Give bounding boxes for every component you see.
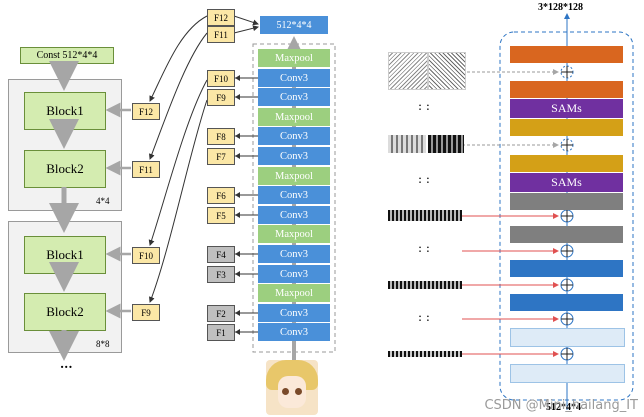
ftag-f8: F8	[207, 128, 235, 145]
ftag-f12-top: F12	[207, 9, 235, 26]
bar-gold-1	[510, 119, 623, 136]
maxpool-layer: Maxpool	[258, 49, 330, 67]
block2-label: Block2	[46, 304, 84, 319]
sam-label: SAMs	[551, 175, 582, 189]
ellipsis-2: : :	[418, 172, 430, 186]
maxpool-layer: Maxpool	[258, 108, 330, 126]
eye-right	[295, 388, 302, 395]
conv3-layer: Conv3	[258, 265, 330, 283]
bar-blue-2	[510, 294, 623, 311]
tag-connector-arrow	[235, 133, 258, 139]
bar-gray-1	[510, 193, 623, 210]
feature-thumb-edge-2	[428, 135, 464, 153]
bar-light-2	[510, 364, 625, 383]
maxpool-layer: Maxpool	[258, 225, 330, 243]
ftag-f12-left: F12	[132, 103, 160, 120]
tag-connector-arrow	[235, 192, 258, 198]
ellipsis-3: : :	[418, 241, 430, 255]
ftag-f9-left: F9	[132, 304, 160, 321]
block1-label: Block1	[46, 247, 84, 262]
decoder-ellipsis: ...	[60, 357, 73, 371]
sam-block-2: SAMs	[510, 173, 623, 192]
bar-gray-2	[510, 226, 623, 243]
sam-block-1: SAMs	[510, 99, 623, 118]
input-size-label: 512*4*4	[546, 402, 581, 413]
conv3-layer: Conv3	[258, 147, 330, 165]
encoder-output-label: 512*4*4	[276, 19, 312, 31]
ftag-f10: F10	[207, 70, 235, 87]
tag-connector-arrow	[235, 94, 258, 100]
conv3-layer: Conv3	[258, 127, 330, 145]
const-input-label: Const 512*4*4	[36, 50, 98, 61]
tag-connector-arrow	[235, 329, 258, 335]
ftag-f2: F2	[207, 305, 235, 322]
block1-label: Block1	[46, 103, 84, 118]
block2-label: Block2	[46, 161, 84, 176]
ftag-f5: F5	[207, 207, 235, 224]
ftag-f9: F9	[207, 89, 235, 106]
ftag-f6: F6	[207, 187, 235, 204]
feature-thumb-edge-1	[388, 135, 426, 153]
ellipsis-1: : :	[418, 99, 430, 113]
feature-thumb-sketch-1	[388, 52, 428, 90]
anime-face-input-image	[266, 360, 318, 415]
group1-size-label: 4*4	[96, 196, 110, 206]
bar-orange-1	[510, 46, 623, 63]
maxpool-layer: Maxpool	[258, 284, 330, 302]
ftag-f4: F4	[207, 246, 235, 263]
conv3-layer: Conv3	[258, 245, 330, 263]
tag-connector-arrow	[235, 75, 258, 81]
tag-connector-arrow	[235, 251, 258, 257]
encoder-output-box: 512*4*4	[260, 16, 328, 34]
sam-label: SAMs	[551, 101, 582, 115]
bar-orange-2	[510, 81, 623, 98]
ftag-f7: F7	[207, 148, 235, 165]
conv3-layer: Conv3	[258, 69, 330, 87]
feature-thumb-sketch-2	[428, 52, 466, 90]
feature-thumb-strip-3	[388, 351, 462, 357]
tag-connector-arrow	[235, 153, 258, 159]
feature-thumb-strip-1	[388, 210, 462, 221]
bar-light-1	[510, 328, 625, 347]
block2-group2: Block2	[24, 293, 106, 331]
watermark: CSDN @Mini_hailang_IT	[484, 398, 638, 413]
group2-size-label: 8*8	[96, 339, 110, 349]
conv3-layer: Conv3	[258, 323, 330, 341]
output-size-label: 3*128*128	[538, 2, 583, 13]
tag-connector-arrow	[235, 212, 258, 218]
conv3-layer: Conv3	[258, 206, 330, 224]
conv3-layer: Conv3	[258, 186, 330, 204]
ftag-f11-top: F11	[207, 26, 235, 43]
ftag-f3: F3	[207, 266, 235, 283]
ellipsis-4: : :	[418, 310, 430, 324]
ftag-f11-left: F11	[132, 161, 160, 178]
eye-left	[282, 388, 289, 395]
ftag-f10-left: F10	[132, 247, 160, 264]
ftag-f1: F1	[207, 324, 235, 341]
tag-connector-arrow	[235, 271, 258, 277]
conv3-layer: Conv3	[258, 304, 330, 322]
conv3-layer: Conv3	[258, 88, 330, 106]
bar-blue-1	[510, 260, 623, 277]
maxpool-layer: Maxpool	[258, 167, 330, 185]
feature-thumb-strip-2	[388, 281, 462, 289]
tag-connector-arrow	[235, 310, 258, 316]
bar-gold-2	[510, 155, 623, 172]
